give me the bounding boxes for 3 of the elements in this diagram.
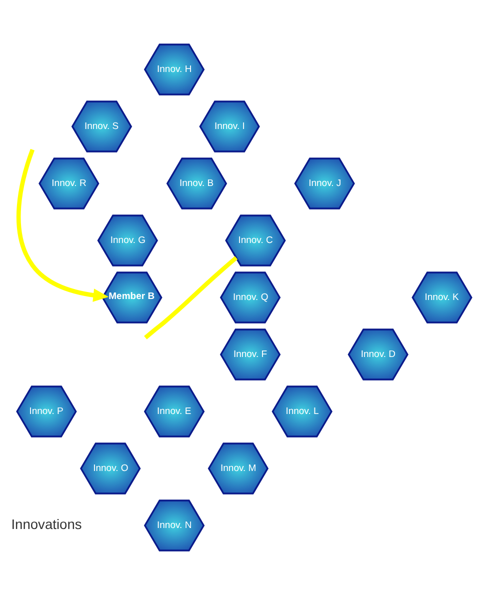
arrow <box>16 148 109 302</box>
connector <box>144 256 238 340</box>
label: Innovations <box>11 516 82 532</box>
